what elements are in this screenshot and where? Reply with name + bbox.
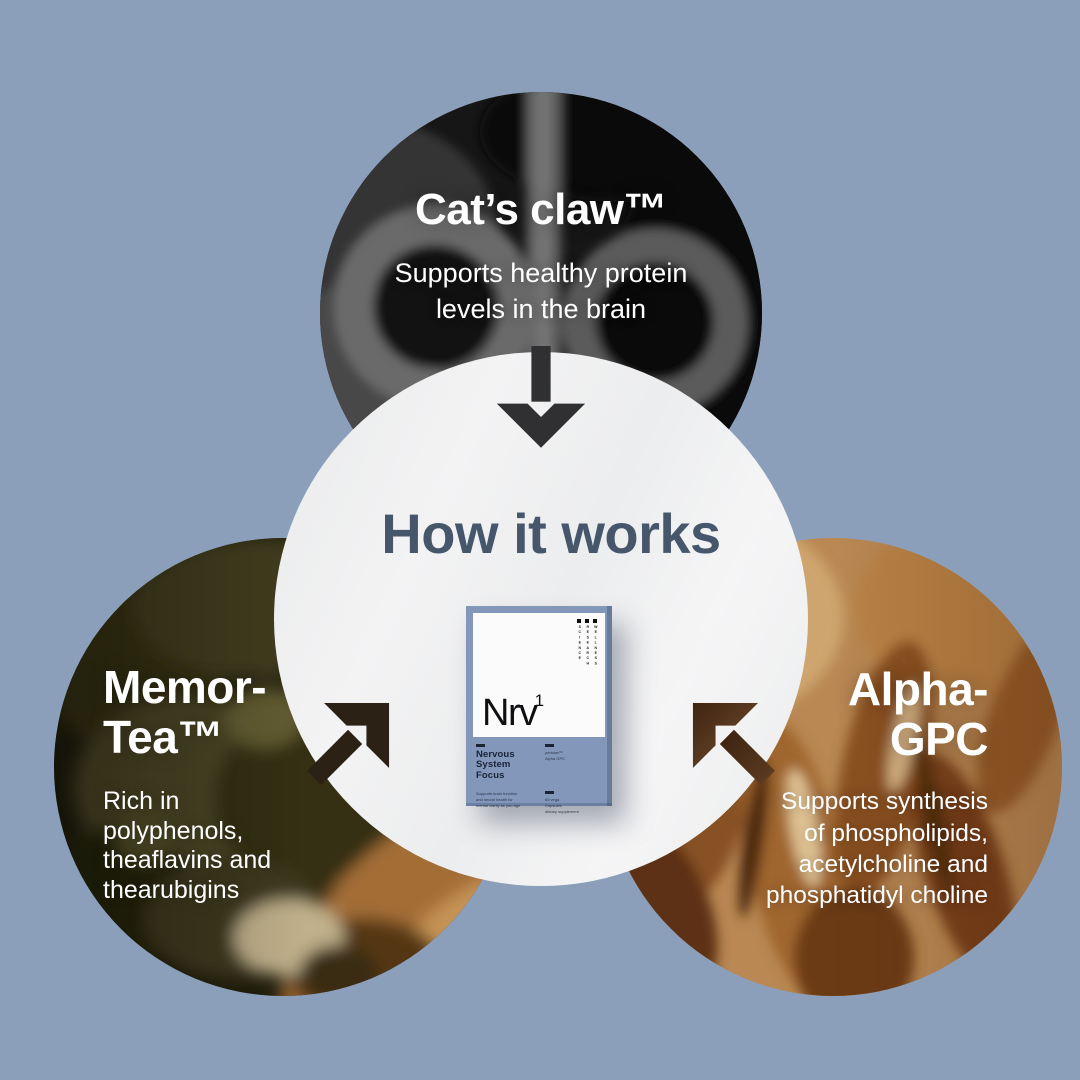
memor-tea-title: Memor- Tea™ [103,662,403,762]
alpha-gpc-label: Alpha- GPC Supports synthesis of phospho… [688,663,989,912]
alpha-gpc-title: Alpha- GPC [688,663,989,766]
brand-word: WELLNESS [593,625,598,667]
product-contents: 60 vega Capsules dietary supplement [545,791,603,815]
product-box-panel: SCIENCE RESEARCH WELLNESS Nrv1 [473,613,605,737]
box-side-shading [607,606,612,806]
title-line: Tea™ [103,711,223,764]
description-line: mental clarity as you age [476,803,521,809]
alpha-gpc-description: Supports synthesis of phospholipids, ace… [688,786,988,911]
title-line: Cat’s claw™ [414,185,668,234]
description-line: Supports brain function [476,791,518,797]
brand-column: SCIENCE [577,619,582,667]
title-line: Alpha- [847,663,989,715]
cats-claw-description: Supports healthy protein levels in the b… [320,256,762,328]
arrow-up-right-icon [279,665,427,813]
description-line: Supports healthy protein [394,257,688,288]
product-name: Nrv [482,692,538,734]
cats-claw-label: Cat’s claw™ Supports healthy protein lev… [320,184,762,328]
brand-column: WELLNESS [593,619,598,667]
product-subtitle-line: System [476,759,511,771]
description-line: phosphatidyl choline [765,882,988,910]
brand-square-icon [577,619,581,623]
description-line: polyphenols, [103,816,244,845]
product-box: SCIENCE RESEARCH WELLNESS Nrv1 Nervous S… [466,606,612,814]
contents-line: 60 vega [545,796,560,802]
product-subtitle-line: Focus [476,769,505,781]
brand-wordmark: SCIENCE RESEARCH WELLNESS [577,619,598,667]
product-box-row-2: Supports brain function and neural healt… [476,791,603,815]
contents-line: Capsules [545,802,562,808]
description-line: and neural health for [476,797,513,803]
description-line: levels in the brain [435,293,647,324]
description-line: of phospholipids, [804,819,988,847]
ingredient-line: pericaw™ [545,749,563,755]
product-subtitle-line: Nervous [476,748,515,760]
memor-tea-label: Memor- Tea™ Rich in polyphenols, theafla… [103,662,403,905]
tick-mark [545,791,554,794]
ingredient-line: Alpha GPC [545,755,566,761]
brand-square-icon [585,619,589,623]
description-line: Rich in [103,787,180,816]
contents-line: dietary supplement [545,808,579,814]
title-line: GPC [889,713,989,766]
description-line: theaflavins and [103,846,272,875]
product-name-superscript: 1 [534,691,544,710]
box-bottom-shading [466,803,612,806]
description-line: acetylcholine and [798,850,988,878]
brand-word: RESEARCH [585,625,590,667]
cats-claw-title: Cat’s claw™ [320,184,762,237]
description-line: Supports synthesis [781,788,988,816]
product-subtitle: Nervous System Focus [476,744,515,781]
brand-square-icon [593,619,597,623]
tick-mark [545,744,554,747]
title-line: Memor- [103,661,267,713]
arrow-down-icon [493,346,589,452]
description-line: thearubigins [103,875,240,904]
page-title: How it works [381,502,721,565]
product-box-row-1: Nervous System Focus pericaw™ Alpha GPC [476,744,603,781]
product-box-lower: Nervous System Focus pericaw™ Alpha GPC … [476,744,603,815]
product-ingredients: pericaw™ Alpha GPC [545,744,603,762]
memor-tea-description: Rich in polyphenols, theaflavins and the… [103,787,403,905]
brand-word: SCIENCE [577,625,582,662]
brand-column: RESEARCH [585,619,590,667]
product-description: Supports brain function and neural healt… [476,791,520,809]
product-logo: Nrv1 [482,691,545,734]
tick-mark [476,744,485,747]
arrow-up-left-icon [655,665,803,813]
